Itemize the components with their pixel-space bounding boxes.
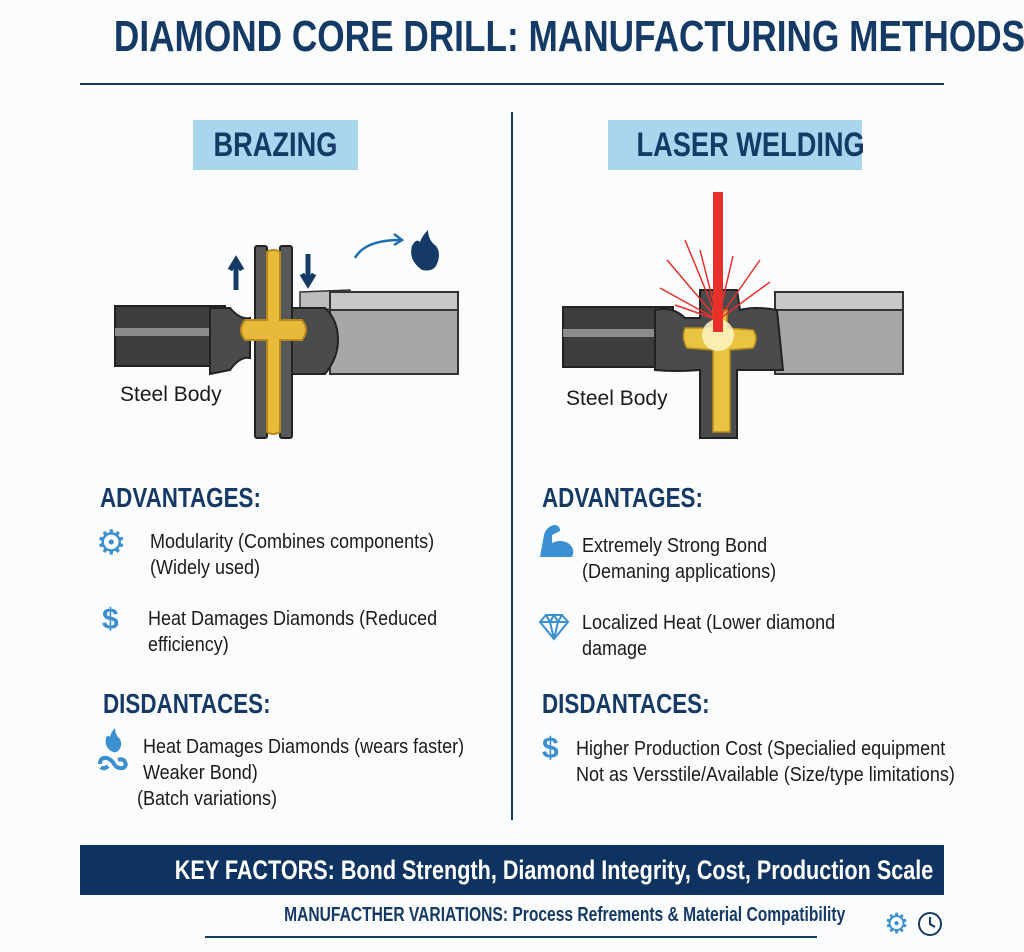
braze-filler xyxy=(240,249,307,435)
key-factors-banner: KEY FACTORS: Bond Strength, Diamond Inte… xyxy=(80,845,944,895)
brazing-disadvantages-heading: DISDANTACES: xyxy=(103,688,271,719)
flexed-arm-icon xyxy=(540,525,574,557)
gear-icon: ⚙ xyxy=(96,524,127,562)
disadvantage-item: Heat Damages Diamonds (wears faster) Wea… xyxy=(137,736,465,810)
laser-disadvantages-heading: DISDANTACES: xyxy=(542,688,710,719)
arrow-up-icon xyxy=(227,255,245,290)
advantage-item: Extremely Strong Bond (Demaning applicat… xyxy=(582,535,777,583)
clock-icon xyxy=(918,912,942,936)
flame-icon xyxy=(411,230,439,271)
dollar-icon: $ xyxy=(102,603,119,636)
steel-body-label: Steel Body xyxy=(120,383,222,406)
diamond-segment xyxy=(329,309,459,375)
steel-body-label: Steel Body xyxy=(566,387,668,410)
diamond-segment-coating xyxy=(774,291,904,311)
heat-flow-arrow-icon xyxy=(353,233,405,259)
laser-welding-heading: LASER WELDING xyxy=(608,120,865,170)
advantage-item: Localized Heat (Lower diamond damage xyxy=(582,612,836,660)
diamond-segment-coating xyxy=(329,291,459,311)
weld-pool xyxy=(682,309,757,433)
left-clamp xyxy=(209,307,251,376)
brazing-advantages-heading: ADVANTAGES: xyxy=(100,482,261,513)
advantage-item: Heat Damages Diamonds (Reduced efficienc… xyxy=(148,608,438,656)
page-title: DIAMOND CORE DRILL: MANUFACTURING METHOD… xyxy=(113,12,1024,61)
brazing-diagram xyxy=(114,230,459,439)
laser-advantages-heading: ADVANTAGES: xyxy=(542,482,703,513)
title-divider xyxy=(80,83,944,85)
laser-beam xyxy=(713,192,723,332)
left-plate xyxy=(254,245,268,439)
diamond-segment xyxy=(774,309,904,375)
spark-lines xyxy=(659,239,771,321)
brazing-heading: BRAZING xyxy=(193,120,358,170)
manufacturer-variations-note: MANUFACTHER VARIATIONS: Process Refremen… xyxy=(284,904,846,926)
steel-highlight xyxy=(115,328,210,336)
flame-chain-icon xyxy=(98,728,128,771)
disadvantage-item: Higher Production Cost (Specialied equip… xyxy=(576,738,955,786)
footer-underline xyxy=(205,936,817,938)
advantage-item: Modularity (Combines components) (Widely… xyxy=(150,531,435,579)
weld-glow xyxy=(702,319,734,351)
steel-highlight xyxy=(563,329,655,337)
diamond-icon xyxy=(538,613,570,641)
column-divider xyxy=(511,112,513,820)
right-plate xyxy=(279,245,293,439)
dollar-icon: $ xyxy=(542,732,559,765)
gear-icon: ⚙ xyxy=(884,908,910,939)
laser-welding-diagram xyxy=(562,192,904,439)
arrow-down-icon xyxy=(299,254,317,289)
